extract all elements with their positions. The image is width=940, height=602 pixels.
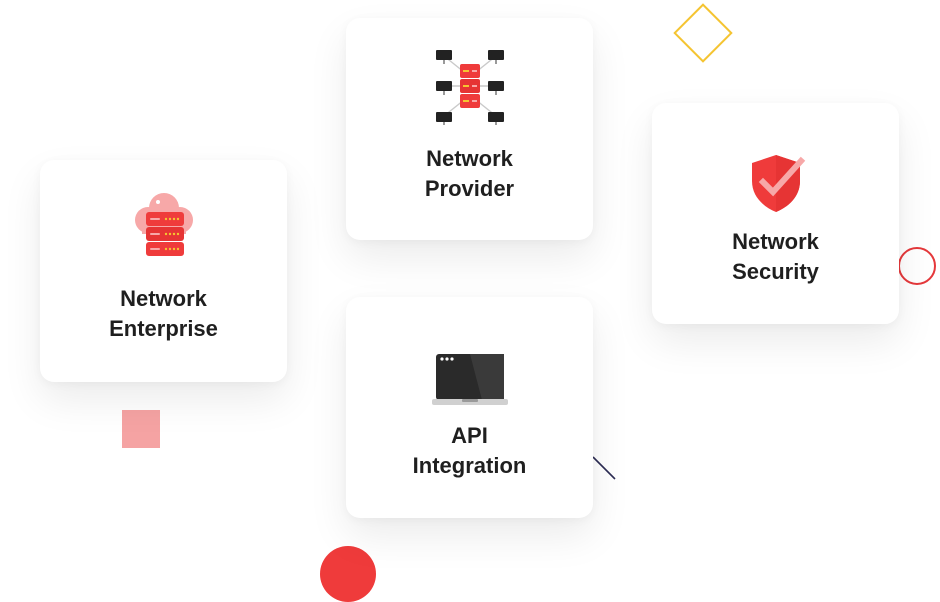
card-network-provider[interactable]: Network Provider (346, 18, 593, 240)
card-title: Network Enterprise (109, 286, 218, 341)
pink-square-shape (122, 410, 160, 448)
card-title: Network Security (732, 229, 819, 284)
card-api-integration[interactable]: API Integration (346, 297, 593, 518)
card-title: API Integration (412, 423, 527, 478)
diamond-outline-shape (673, 3, 733, 63)
card-network-security[interactable]: Network Security (652, 103, 899, 324)
card-network-enterprise[interactable]: Network Enterprise (40, 160, 287, 382)
diagonal-line-shape (592, 456, 616, 480)
shield-check-icon (751, 155, 805, 212)
red-circle-shape (320, 546, 376, 602)
laptop-icon (431, 354, 508, 405)
card-title: Network Provider (424, 146, 515, 201)
server-network-icon (435, 50, 504, 125)
circle-outline-shape (898, 247, 936, 285)
cloud-server-icon (134, 193, 193, 256)
